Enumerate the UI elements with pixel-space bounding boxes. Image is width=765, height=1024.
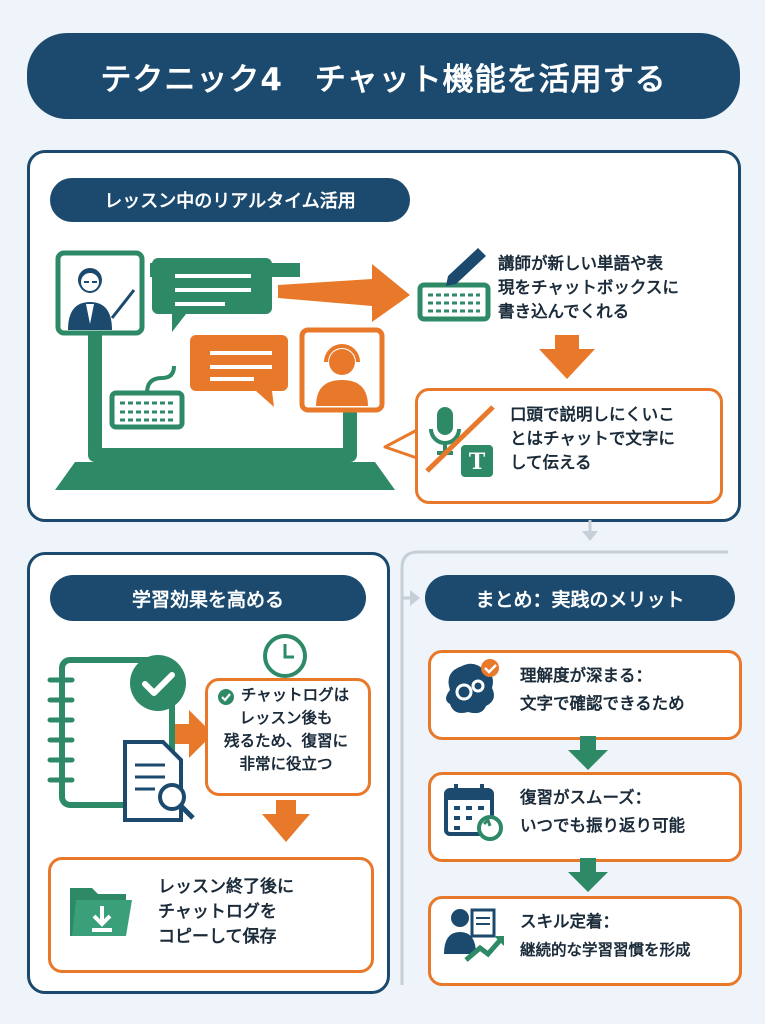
laptop-base (55, 462, 395, 490)
green-arrow-down-2 (568, 858, 608, 892)
summary-item-understanding-text: 理解度が深まる： 文字で確認できるため (520, 666, 685, 713)
keyboard-pencil-icon (417, 248, 491, 322)
orange-chat-bubble-icon (190, 335, 288, 407)
calendar-icon (444, 784, 503, 841)
brain-gear-icon (446, 659, 499, 714)
orange-arrow-down-small (262, 800, 310, 842)
orange-arrow-right (278, 264, 410, 322)
summary-heading-text: まとめ：実践のメリット (475, 588, 685, 611)
check-circle-icon (130, 655, 186, 711)
summary-item-review-text: 復習がスムーズ： いつでも振り返り可能 (520, 788, 685, 835)
orange-arrow-right-small (175, 710, 213, 758)
teacher-avatar (55, 250, 145, 336)
t-glyph: T (468, 449, 486, 475)
keyboard-icon (109, 365, 185, 430)
document-search-icon (123, 740, 195, 822)
green-chat-bubble-icon (152, 258, 272, 332)
page-title-text: テクニック4 チャット機能を活用する (100, 61, 667, 98)
summary-item-skill-text: スキル定着： 継続的な学習習慣を形成 (520, 912, 691, 959)
summary-heading: まとめ：実践のメリット (425, 575, 735, 621)
step1-text: 講師が新しい単語や表 現をチャットボックスに 書き込んでくれる (498, 254, 679, 321)
notebook-icon (47, 657, 175, 808)
student-avatar (299, 327, 385, 413)
realtime-heading-text: レッスン中のリアルタイム活用 (104, 191, 356, 212)
realtime-heading: レッスン中のリアルタイム活用 (50, 178, 410, 222)
step2-text: 口頭で説明しにくいこ とはチャットで文字に して伝える (510, 405, 675, 472)
learning-heading-text: 学習効果を高める (131, 588, 284, 611)
mic-text-icon (425, 405, 495, 477)
small-check-icon (218, 689, 234, 705)
note-text: チャットログは レッスン後も 残るため、復習に 非常に役立つ (223, 686, 350, 773)
page-title: テクニック4 チャット機能を活用する (27, 33, 740, 119)
save-text: レッスン終了後に チャットログを コピーして保存 (158, 877, 294, 947)
green-arrow-down-1 (568, 736, 608, 770)
laptop-screen-frame (88, 300, 357, 462)
clock-icon (263, 634, 307, 678)
person-growth-icon (444, 908, 504, 962)
learning-heading: 学習効果を高める (50, 575, 366, 621)
folder-download-icon (70, 888, 132, 936)
orange-arrow-down (539, 335, 595, 379)
